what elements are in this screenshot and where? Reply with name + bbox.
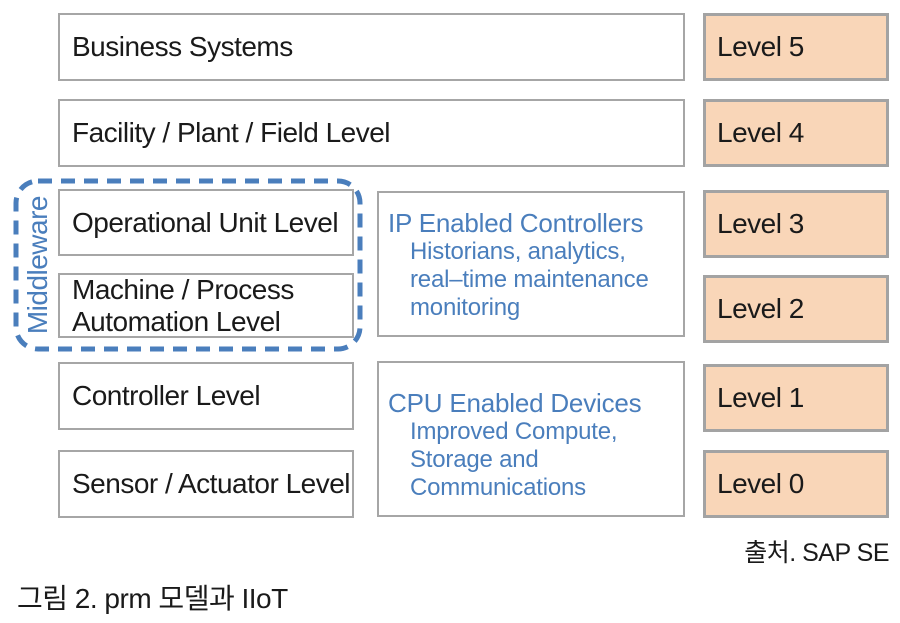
source-credit: 출처. SAP SE <box>744 539 889 567</box>
cpu-enabled-devices-title: CPU Enabled Devices <box>388 388 642 418</box>
cpu-info-line: Communications <box>410 474 586 502</box>
cpu-info-line: Storage and <box>410 445 539 473</box>
level-4-box: Level 4 <box>703 99 889 167</box>
middleware-label-wrap: Middleware <box>13 178 63 352</box>
figure-caption: 그림 2. prm 모델과 IIoT <box>17 583 288 614</box>
ip-info-line: Historians, analytics, <box>410 237 626 265</box>
business-systems-box: Business Systems <box>58 13 685 81</box>
level-0-box: Level 0 <box>703 450 889 518</box>
controller-level-box: Controller Level <box>58 362 354 430</box>
middleware-group-outline <box>13 178 363 352</box>
level-2-box: Level 2 <box>703 275 889 343</box>
cpu-enabled-devices-box: CPU Enabled Devices Improved Compute, St… <box>377 361 685 517</box>
facility-plant-field-box: Facility / Plant / Field Level <box>58 99 685 167</box>
level-5-box: Level 5 <box>703 13 889 81</box>
machine-process-line1: Machine / Process <box>72 274 294 306</box>
sensor-actuator-box: Sensor / Actuator Level <box>58 450 354 518</box>
machine-process-line2: Automation Level <box>72 305 281 337</box>
level-3-box: Level 3 <box>703 190 889 258</box>
ip-info-line: monitoring <box>410 294 521 322</box>
level-1-box: Level 1 <box>703 364 889 432</box>
machine-process-box: Machine / Process Automation Level <box>58 273 354 338</box>
ip-enabled-controllers-title: IP Enabled Controllers <box>388 208 644 238</box>
dashed-border <box>13 178 363 352</box>
ip-info-line: real–time maintenance <box>410 265 649 293</box>
cpu-info-line: Improved Compute, <box>410 417 618 445</box>
middleware-label: Middleware <box>22 195 53 335</box>
ip-enabled-controllers-box: IP Enabled Controllers Historians, analy… <box>377 191 685 337</box>
operational-unit-box: Operational Unit Level <box>58 189 354 256</box>
